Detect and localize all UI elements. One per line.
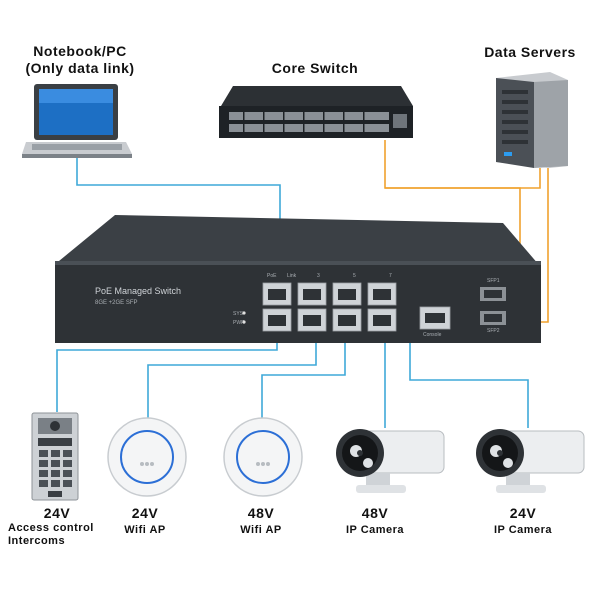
- device-name: IP Camera: [493, 524, 553, 536]
- notebook-icon: [22, 84, 132, 158]
- device-label-intercom: 24V Access control Intercoms: [2, 505, 112, 548]
- port-header-5: 5: [353, 273, 356, 279]
- intercom-icon: [31, 412, 79, 501]
- voltage-label: 48V: [361, 505, 389, 521]
- device-name: Access control: [8, 522, 94, 534]
- wifi-ap-icon: [223, 417, 303, 497]
- poe-switch: PoE Managed Switch 8GE +2GE SFP SYS PWR …: [55, 215, 545, 345]
- port-header-poe: PoE: [267, 273, 277, 279]
- ip-camera-icon: [336, 429, 445, 493]
- switch-ports: [242, 282, 506, 332]
- console-label: Console: [423, 332, 442, 338]
- led-sys: SYS: [233, 311, 244, 317]
- switch-subtitle: 8GE +2GE SFP: [95, 300, 138, 306]
- device-label-wifi-2: 48V Wifi AP: [216, 505, 306, 538]
- device-name: IP Camera: [345, 524, 405, 536]
- port-header-3: 3: [317, 273, 320, 279]
- device-name: Wifi AP: [124, 524, 166, 536]
- core-switch-label: Core Switch: [271, 60, 359, 76]
- device-label-camera-2: 24V IP Camera: [468, 505, 578, 538]
- core-switch-icon: [219, 86, 413, 138]
- device-name: Wifi AP: [240, 524, 282, 536]
- voltage-label: 24V: [509, 505, 537, 521]
- device-label-wifi-1: 24V Wifi AP: [100, 505, 190, 538]
- sfp1-label: SFP1: [487, 278, 500, 284]
- device-label-camera-1: 48V IP Camera: [320, 505, 430, 538]
- port-header-7: 7: [389, 273, 392, 279]
- led-pwr: PWR: [233, 320, 245, 326]
- switch-title: PoE Managed Switch: [95, 286, 182, 296]
- voltage-label: 24V: [43, 505, 71, 521]
- notebook-label: Notebook/PC (Only data link): [25, 43, 135, 76]
- voltage-label: 24V: [131, 505, 159, 521]
- device-name-line2: Intercoms: [8, 535, 66, 547]
- sfp2-label: SFP2: [487, 328, 500, 334]
- ip-camera-icon: [476, 429, 585, 493]
- voltage-label: 48V: [247, 505, 275, 521]
- wifi-ap-icon: [107, 417, 187, 497]
- server-icon: [496, 72, 568, 168]
- data-servers-label: Data Servers: [484, 44, 576, 60]
- port-header-link: Link: [287, 273, 297, 279]
